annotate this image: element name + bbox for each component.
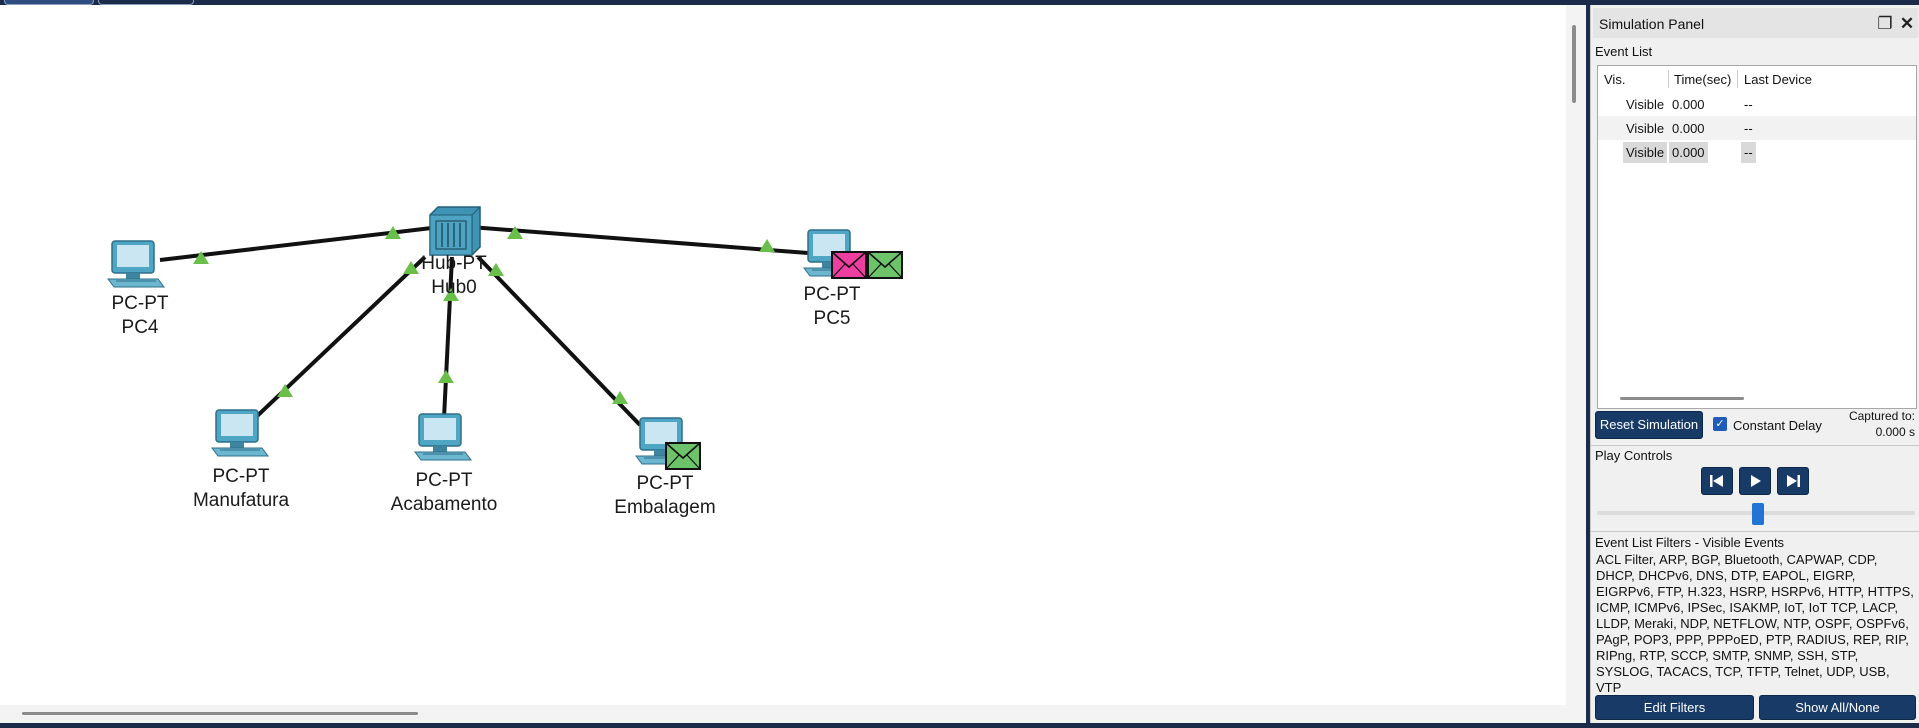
- captured-to-label: Captured to:: [1848, 409, 1915, 423]
- port-light: [443, 288, 459, 301]
- port-indicators: [193, 226, 775, 404]
- pdu-envelope-icon[interactable]: [867, 251, 903, 279]
- column-separator: [1668, 70, 1669, 88]
- port-light: [507, 226, 523, 239]
- play-icon: [1751, 475, 1761, 487]
- port-light: [488, 263, 504, 276]
- event-list-table[interactable]: Vis. Time(sec) Last Device Visible 0.000…: [1597, 65, 1917, 409]
- event-row[interactable]: Visible 0.000 --: [1598, 92, 1916, 116]
- topology-canvas[interactable]: [0, 5, 1566, 705]
- hub-icon[interactable]: [429, 206, 481, 256]
- divider: [1591, 531, 1919, 532]
- acabamento-model-label: PC-PT: [415, 470, 473, 491]
- top-bar: [0, 0, 1919, 5]
- reset-simulation-button[interactable]: Reset Simulation: [1595, 411, 1703, 439]
- event-time: 0.000: [1669, 142, 1708, 163]
- back-button[interactable]: [1701, 467, 1733, 495]
- play-controls-label: Play Controls: [1595, 448, 1673, 463]
- event-last-device: --: [1744, 97, 1753, 112]
- pc5-model-label: PC-PT: [803, 284, 861, 305]
- column-header-vis[interactable]: Vis.: [1604, 72, 1626, 87]
- panel-title-bar: Simulation Panel ❐ ✕: [1593, 8, 1918, 38]
- link-hub-acabamento: [442, 256, 454, 419]
- logical-workspace[interactable]: [0, 5, 1567, 705]
- play-button[interactable]: [1739, 467, 1771, 495]
- event-list-label: Event List: [1595, 44, 1653, 59]
- acabamento-icon[interactable]: [414, 413, 472, 461]
- port-light: [612, 391, 628, 404]
- workspace-vertical-scroll-thumb[interactable]: [1572, 25, 1576, 103]
- close-icon[interactable]: ✕: [1899, 14, 1915, 33]
- event-filters-list: ACL Filter, ARP, BGP, Bluetooth, CAPWAP,…: [1596, 552, 1914, 695]
- constant-delay-label: Constant Delay: [1733, 418, 1822, 433]
- top-tab-1[interactable]: [4, 0, 94, 5]
- constant-delay-checkbox[interactable]: ✓: [1713, 417, 1727, 431]
- port-light: [438, 370, 454, 383]
- event-row-selected[interactable]: Visible 0.000 --: [1598, 140, 1916, 164]
- pc5-name-label: PC5: [813, 308, 851, 329]
- event-time: 0.000: [1672, 121, 1705, 136]
- manufatura-model-label: PC-PT: [212, 466, 270, 487]
- workspace-vertical-scrollbar[interactable]: [1566, 5, 1586, 705]
- event-vis: Visible: [1626, 97, 1665, 112]
- port-light: [759, 239, 775, 252]
- link-hub-embalagem: [476, 255, 642, 427]
- edit-filters-button[interactable]: Edit Filters: [1595, 695, 1754, 720]
- hub-model-label: Hub-PT: [421, 253, 487, 274]
- event-vis: Visible: [1626, 121, 1665, 136]
- divider: [1591, 445, 1919, 446]
- manufatura-icon[interactable]: [211, 409, 269, 457]
- event-time: 0.000: [1672, 97, 1705, 112]
- show-all-none-button[interactable]: Show All/None: [1759, 695, 1916, 720]
- event-list-scroll-thumb[interactable]: [1620, 397, 1744, 400]
- hub-name-label: Hub0: [431, 277, 477, 298]
- event-vis: Visible: [1623, 142, 1668, 163]
- manufatura-name-label: Manufatura: [192, 490, 290, 511]
- forward-button[interactable]: [1777, 467, 1809, 495]
- port-light: [385, 226, 401, 239]
- simulation-panel: Simulation Panel ❐ ✕ Event List Vis. Tim…: [1590, 5, 1919, 723]
- captured-to-value: 0.000 s: [1875, 425, 1915, 439]
- column-header-last-device[interactable]: Last Device: [1744, 72, 1812, 87]
- port-light: [277, 384, 293, 397]
- top-tab-2[interactable]: [98, 0, 194, 5]
- pdu-envelope-icon[interactable]: [831, 251, 867, 279]
- panel-title: Simulation Panel: [1599, 16, 1705, 32]
- embalagem-model-label: PC-PT: [636, 473, 694, 494]
- column-header-time[interactable]: Time(sec): [1674, 72, 1732, 87]
- pdu-envelope-icon[interactable]: [665, 442, 701, 470]
- workspace-horizontal-scrollbar[interactable]: [0, 705, 1586, 723]
- event-row[interactable]: Visible 0.000 --: [1598, 116, 1916, 140]
- play-speed-slider-thumb[interactable]: [1752, 503, 1764, 525]
- step-back-icon: [1710, 475, 1723, 487]
- pc4-name-label: PC4: [121, 317, 159, 338]
- event-last-device: --: [1741, 142, 1756, 163]
- port-light: [403, 261, 419, 274]
- column-separator: [1737, 70, 1738, 88]
- port-light: [193, 251, 209, 264]
- pc4-icon[interactable]: [107, 240, 165, 288]
- pc4-model-label: PC-PT: [111, 293, 169, 314]
- link-hub-pc5: [469, 225, 809, 255]
- event-last-device: --: [1744, 121, 1753, 136]
- acabamento-name-label: Acabamento: [390, 494, 498, 515]
- workspace-horizontal-scroll-thumb[interactable]: [22, 712, 418, 715]
- step-forward-icon: [1787, 475, 1800, 487]
- undock-icon[interactable]: ❐: [1877, 14, 1893, 33]
- event-filters-label: Event List Filters - Visible Events: [1595, 535, 1785, 550]
- embalagem-name-label: Embalagem: [614, 497, 716, 518]
